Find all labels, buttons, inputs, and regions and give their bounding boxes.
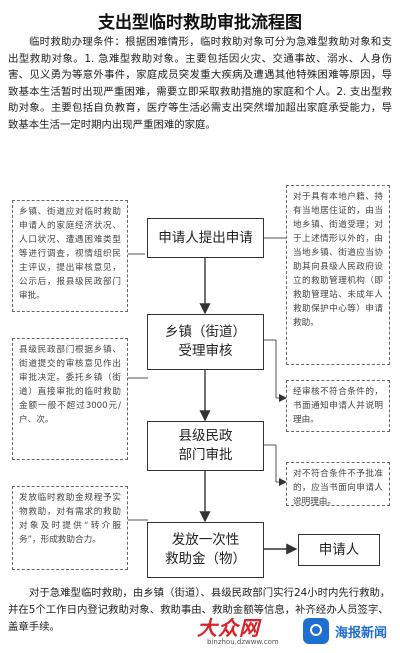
step-county-label-2: 部门审批: [178, 447, 233, 463]
note-left-town-review: 乡镇、街道应对临时救助申请人的家庭经济状况、人口状况、遭遇困难类型等进行调查，视…: [12, 200, 128, 312]
watermark-url: binzhou.dzwww.com: [207, 638, 279, 646]
note-left-grant: 发放临时救助金规程予实物救助，对有需求的救助对象及时提供“转介服务”，形成救助合…: [12, 486, 128, 570]
footer-note: 对于急难型临时救助，由乡镇（街道）、县级民政部门实行24小时内先行救助，并在5个…: [8, 587, 391, 633]
step-town-review: 乡镇（街道） 受理审核: [147, 314, 264, 370]
note-left-county-approve: 县级民政部门根据乡镇、街道提交的审核意见作出审批决定。委托乡镇（街道）直接审批的…: [12, 338, 128, 460]
note-right-acceptance: 对于具有本地户籍、持有当地居住证的，由当地乡镇、街道受理；对于上述情形以外的，由…: [286, 185, 390, 365]
step-apply: 申请人提出申请: [147, 218, 264, 258]
app-logo-icon: [303, 618, 329, 644]
dzwww-logo: 大众网: [197, 616, 260, 640]
step-town-label-2: 受理审核: [178, 343, 233, 359]
watermark-app-name: 海报新闻: [335, 626, 388, 641]
page-title: 支出型临时救助审批流程图: [98, 13, 302, 33]
note-right-approve-reject: 对不符合条件不予批准的，应当书面向申请人说明理由。: [286, 462, 390, 507]
step-town-label-1: 乡镇（街道）: [165, 324, 246, 340]
intro-paragraph: 临时救助办理条件：根据困难情形，临时救助对象可分为急难型救助对象和支出型救助对象…: [8, 36, 392, 131]
step-county-approve: 县级民政 部门审批: [147, 421, 264, 471]
step-grant: 发放一次性 救助金（物）: [147, 522, 264, 578]
step-grant-label-2: 救助金（物）: [165, 551, 246, 567]
watermark: 大众网 binzhou.dzwww.com 海报新闻: [185, 612, 400, 652]
step-grant-label-1: 发放一次性: [171, 532, 240, 548]
step-apply-label: 申请人提出申请: [158, 229, 253, 246]
step-recipient: 申请人: [298, 534, 380, 566]
step-recipient-label: 申请人: [318, 541, 360, 558]
step-county-label-1: 县级民政: [178, 428, 233, 444]
note-right-review-reject: 经审核不符合条件的，书面通知申请人并说明理由。: [286, 380, 390, 432]
